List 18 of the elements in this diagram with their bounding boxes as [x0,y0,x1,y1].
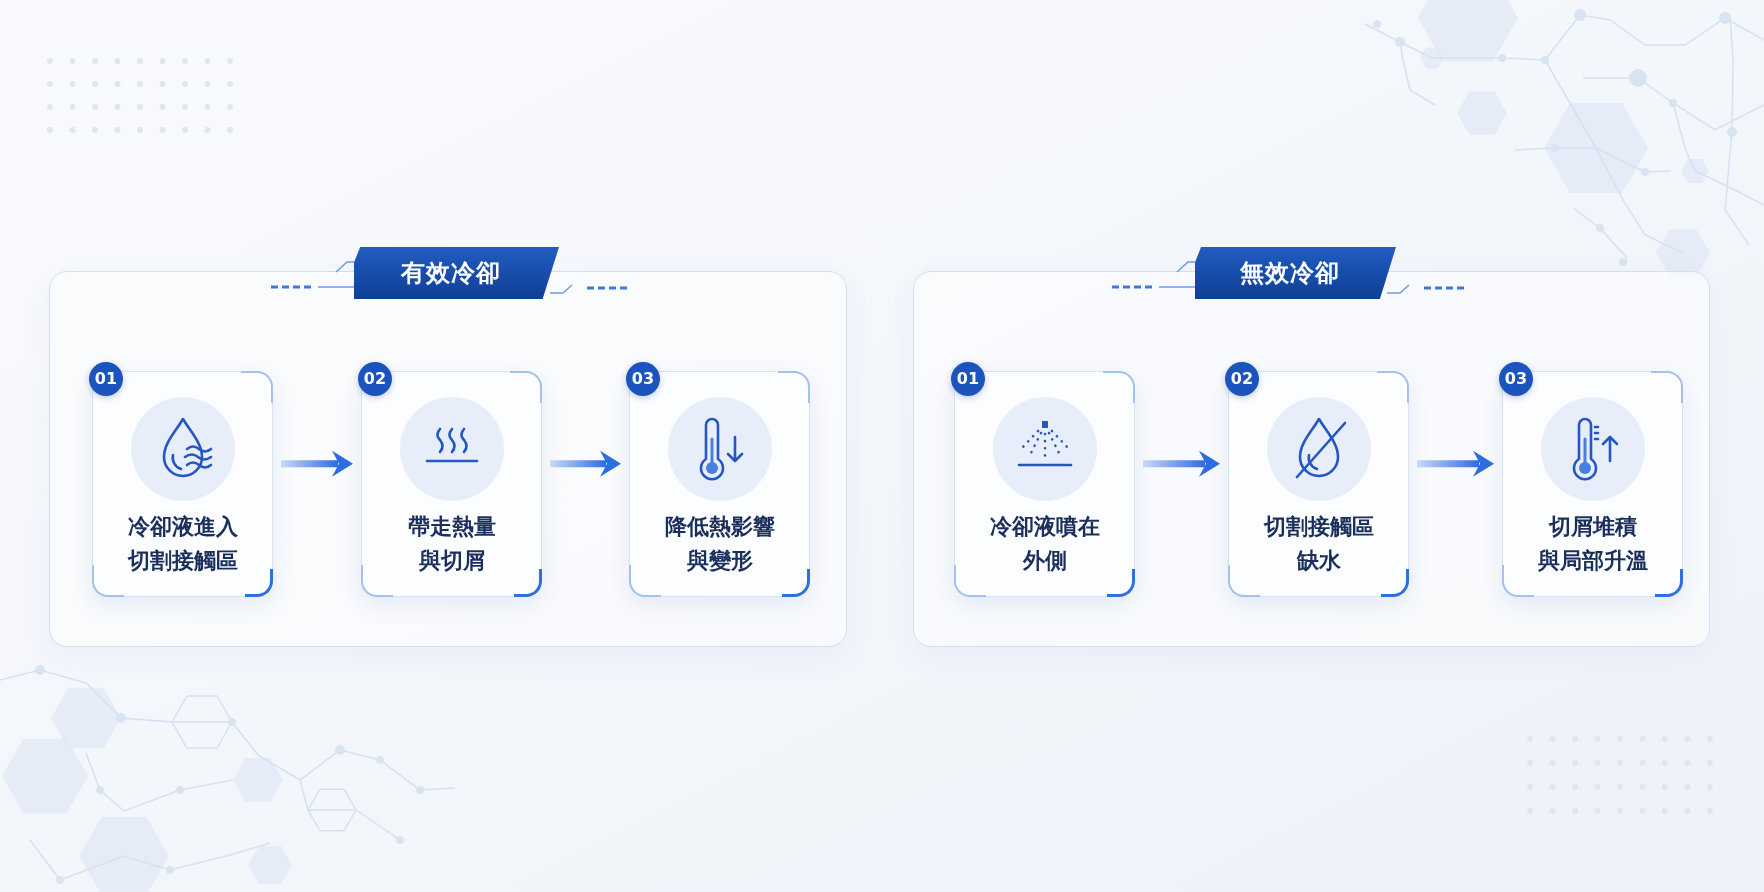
step-label: 切割接觸區缺水 [1262,513,1375,575]
step-label: 帶走熱量與切屑 [406,513,497,575]
step-label: 降低熱影響與變形 [663,513,776,575]
step-number-badge: 01 [951,362,985,396]
flow-arrow [1417,450,1494,477]
step-number-badge: 02 [358,362,392,396]
flow-arrow [550,450,621,477]
step-number-badge: 03 [626,362,660,396]
flow-arrow [1143,450,1220,477]
flow-arrow [281,450,353,477]
step-label: 冷卻液進入切割接觸區 [126,513,239,575]
step-label: 切屑堆積與局部升溫 [1536,513,1649,575]
step-number-badge: 01 [89,362,123,396]
step-label: 冷卻液噴在外側 [988,513,1101,575]
step-number-badge: 02 [1225,362,1259,396]
step-number-badge: 03 [1499,362,1533,396]
section-title-tab: 有效冷卻 [354,247,559,299]
section-title-tab: 無效冷卻 [1195,247,1396,299]
